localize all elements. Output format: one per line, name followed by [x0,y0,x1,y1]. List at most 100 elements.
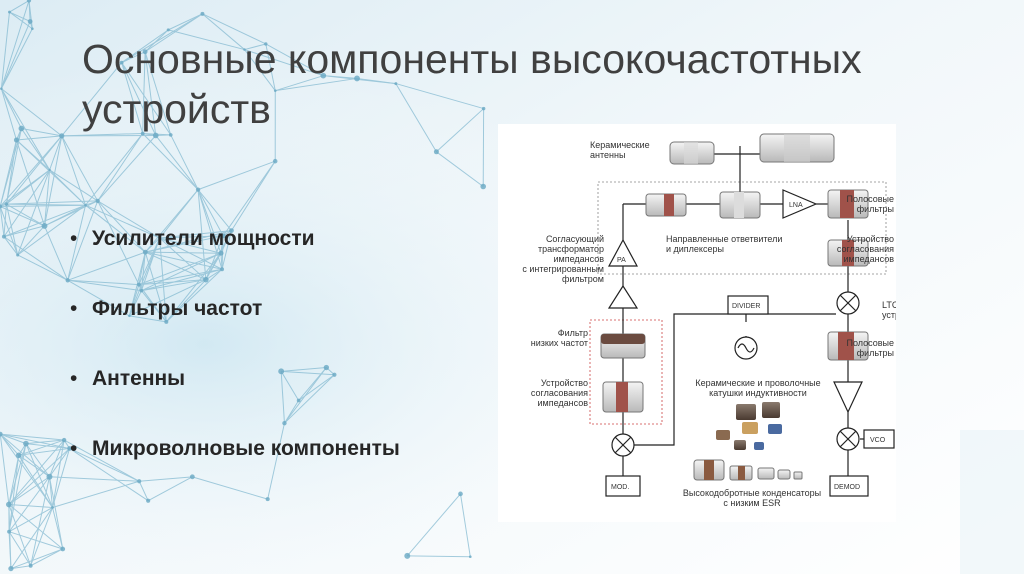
mod-label: MOD. [611,484,629,491]
network-node [119,60,124,65]
network-line [275,77,358,92]
network-line [129,315,167,323]
network-line [8,504,64,550]
network-node [220,267,225,272]
mixer-symbols [611,291,860,457]
network-line [49,135,63,171]
network-line [67,251,146,281]
network-node [158,236,162,240]
network-line [165,268,223,323]
network-line [0,21,31,89]
network-line [52,480,140,508]
network-line [407,555,471,558]
network-node [168,133,173,137]
network-line [121,62,157,136]
network-line [44,169,51,226]
network-node [164,319,169,324]
network-line [0,206,45,227]
network-line [202,13,267,45]
bullet-text: Микроволновые компоненты [92,437,400,460]
label-line: фильтры [857,348,894,358]
network-node [8,565,14,572]
network-line [97,200,160,239]
network-line [52,448,71,508]
demod-label: DEMOD [834,484,860,491]
label-line: катушки индуктивности [709,388,807,398]
network-line [129,279,207,317]
network-line [144,29,169,53]
label-line: Керамические [590,140,650,150]
network-line [145,251,223,270]
network-line [0,433,65,441]
network-line [0,433,20,456]
network-node [296,398,301,403]
network-line [197,189,223,270]
network-line [3,225,45,238]
network-line [128,237,161,317]
network-line [21,128,62,137]
network-node [95,198,100,204]
oscillator-symbol [734,336,758,360]
network-node [0,204,3,209]
network-line [197,189,207,280]
label-line: Полосовые [847,338,895,348]
network-line [0,88,17,141]
network-node [433,149,439,155]
ceramic-antenna-chips [669,133,835,165]
label-line: с интегрированным [522,264,604,274]
network-line [356,77,396,85]
network-node [67,446,72,451]
network-line [155,135,199,190]
divider-block: DIVIDER [727,295,769,315]
network-line [298,367,327,401]
network-node [128,314,131,318]
network-line [10,548,63,570]
lowpass-dashed-region [589,319,663,425]
network-line [0,135,63,207]
network-line [1,88,63,137]
network-node [16,253,20,257]
bullet-item: •Усилители мощности [70,222,400,292]
network-line [280,371,285,424]
network-line [63,439,140,482]
network-line [18,447,70,456]
network-line [61,62,123,137]
network-line [142,51,146,134]
pa-amplifier: PA [607,238,639,267]
network-line [0,433,27,445]
network-line [284,367,327,424]
network-line [170,134,199,190]
network-node [65,278,70,283]
network-node [0,87,3,90]
network-line [147,476,193,502]
network-node [220,233,226,239]
network-line [61,135,86,206]
network-line [121,29,169,64]
network-line [142,133,199,190]
network-line [159,237,207,281]
network-line [144,51,157,136]
network-line [8,455,20,505]
network-line [192,476,268,500]
network-node [51,506,54,509]
network-line [244,43,266,51]
rx-amplifier [833,381,863,414]
network-line [265,43,324,77]
network-line [138,252,146,285]
network-line [69,448,149,502]
network-line [323,75,358,79]
network-line [17,225,45,256]
network-line [197,189,224,237]
label-line: Полосовые [847,194,895,204]
network-line [205,235,224,280]
bullet-dot: • [70,227,78,250]
network-line [44,225,69,281]
network-line [49,448,70,478]
network-line [67,200,99,281]
network-line [121,62,144,134]
network-node [458,491,463,497]
network-node [195,187,201,192]
